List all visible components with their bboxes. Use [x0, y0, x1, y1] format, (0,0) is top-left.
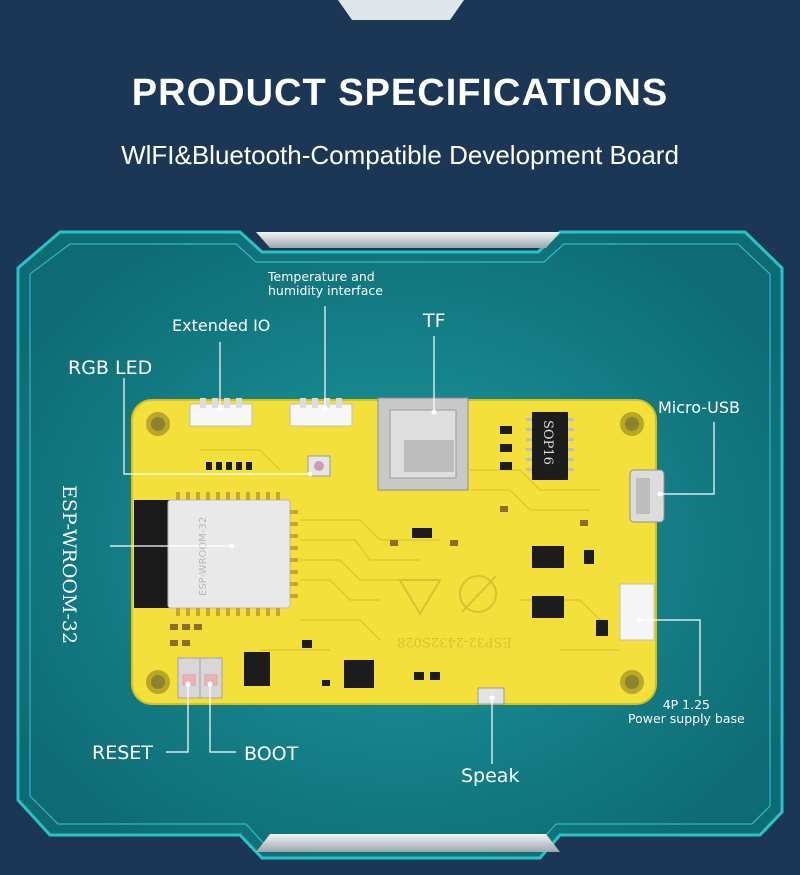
power-label-line2: Power supply base	[628, 711, 745, 726]
extended-io-label: Extended IO	[172, 316, 271, 335]
sop16-silk: SOP16	[540, 420, 555, 465]
tf-label: TF	[423, 310, 446, 332]
mounting-holes	[146, 412, 644, 694]
temperature-label-line2: humidity interface	[268, 283, 383, 298]
extended-io-connector	[189, 398, 253, 427]
esp-module-antenna	[134, 500, 174, 608]
top-decor-tab	[338, 0, 464, 20]
rgb-led-label: RGB LED	[68, 357, 153, 379]
tf-card-slot	[377, 397, 469, 491]
boot-label: BOOT	[244, 743, 299, 765]
temperature-label-line1: Temperature and	[268, 269, 375, 284]
board-logos	[398, 575, 497, 616]
temperature-humidity-label: Temperature and humidity interface	[268, 270, 383, 298]
temp-humidity-connector	[289, 398, 353, 427]
board-id-silk: ESP32-2432S028	[397, 634, 512, 649]
power-connector	[619, 583, 655, 641]
esp-module-silk: ESP-WROOM-32	[198, 517, 209, 596]
power-label-line1: 4P 1.25	[662, 697, 710, 712]
top-silver-bar	[256, 232, 560, 248]
esp-module-body	[167, 499, 291, 609]
power-supply-label: 4P 1.25 Power supply base	[628, 698, 745, 726]
sop16-chip	[532, 412, 568, 480]
bottom-silver-bar	[256, 834, 560, 852]
reset-label: RESET	[92, 742, 153, 764]
micro-usb-label: Micro-USB	[658, 398, 740, 417]
page-title: PRODUCT SPECIFICATIONS	[131, 72, 669, 114]
page-subtitle: WlFI&Bluetooth-Compatible Development Bo…	[121, 140, 679, 170]
speak-label: Speak	[461, 765, 520, 787]
esp-wroom-label: ESP-WROOM-32	[58, 485, 80, 645]
